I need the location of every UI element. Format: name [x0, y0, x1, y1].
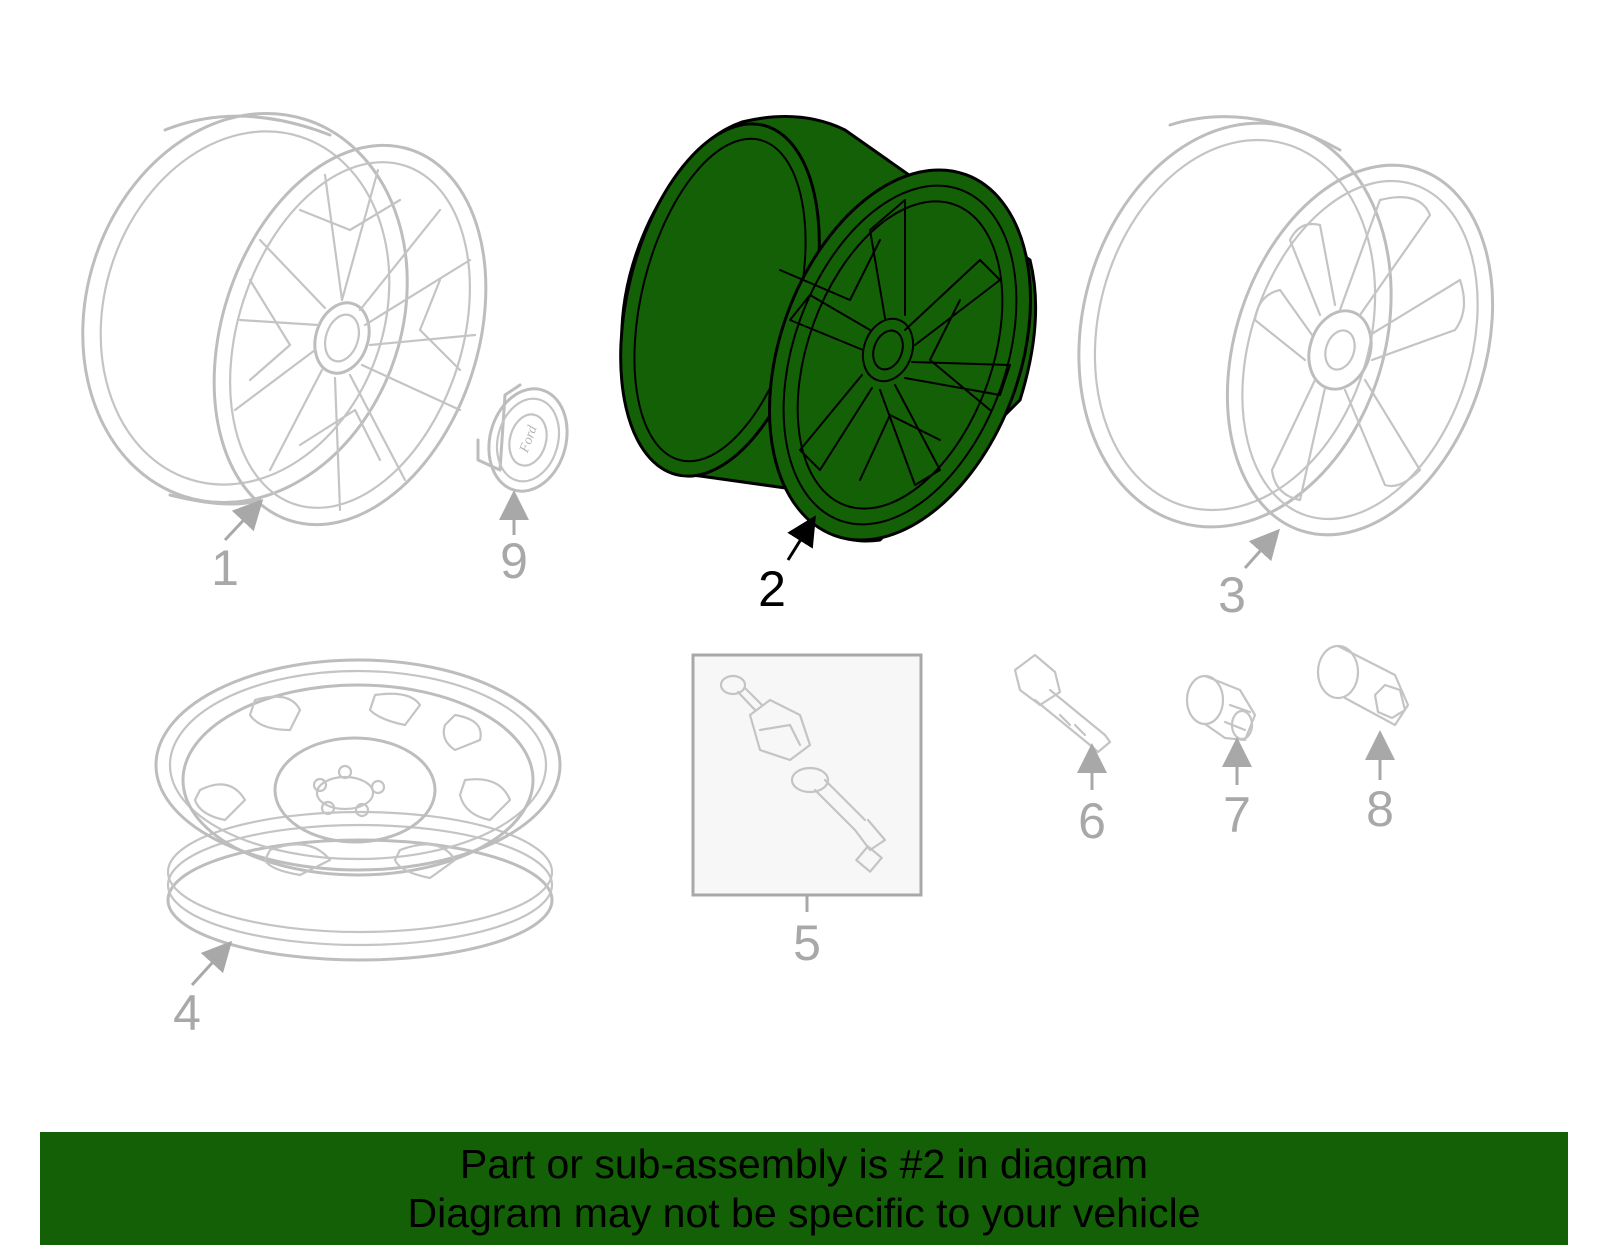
ford-emblem-text: Ford: [517, 423, 541, 456]
banner-line-2: Diagram may not be specific to your vehi…: [407, 1189, 1201, 1236]
banner-line-1: Part or sub-assembly is #2 in diagram: [459, 1140, 1149, 1187]
part-7-lug-nut[interactable]: 7: [1185, 674, 1257, 843]
parts-diagram: 1 Ford 9 2: [34, 71, 1537, 1041]
callout-3: 3: [1218, 567, 1246, 623]
callout-8: 8: [1366, 781, 1394, 837]
part-3-wheel[interactable]: 3: [1035, 88, 1537, 623]
part-4-spare-wheel[interactable]: 4: [154, 658, 562, 1041]
callout-5: 5: [793, 915, 821, 971]
part-2-wheel-highlighted[interactable]: 2: [587, 103, 1078, 617]
callout-7: 7: [1223, 787, 1251, 843]
part-9-center-cap[interactable]: Ford 9: [476, 380, 578, 589]
callout-1: 1: [211, 540, 239, 596]
callout-6: 6: [1078, 793, 1106, 849]
part-5-tpms-sensor-kit[interactable]: 5: [691, 653, 923, 971]
callout-2: 2: [758, 561, 786, 617]
part-6-valve-stem[interactable]: 6: [1013, 653, 1112, 849]
callout-4: 4: [173, 985, 201, 1041]
info-banner: Part or sub-assembly is #2 in diagram Di…: [40, 1132, 1568, 1245]
part-1-wheel[interactable]: 1: [34, 71, 532, 596]
part-8-locking-lug-nut[interactable]: 8: [1316, 644, 1410, 837]
callout-9: 9: [500, 533, 528, 589]
